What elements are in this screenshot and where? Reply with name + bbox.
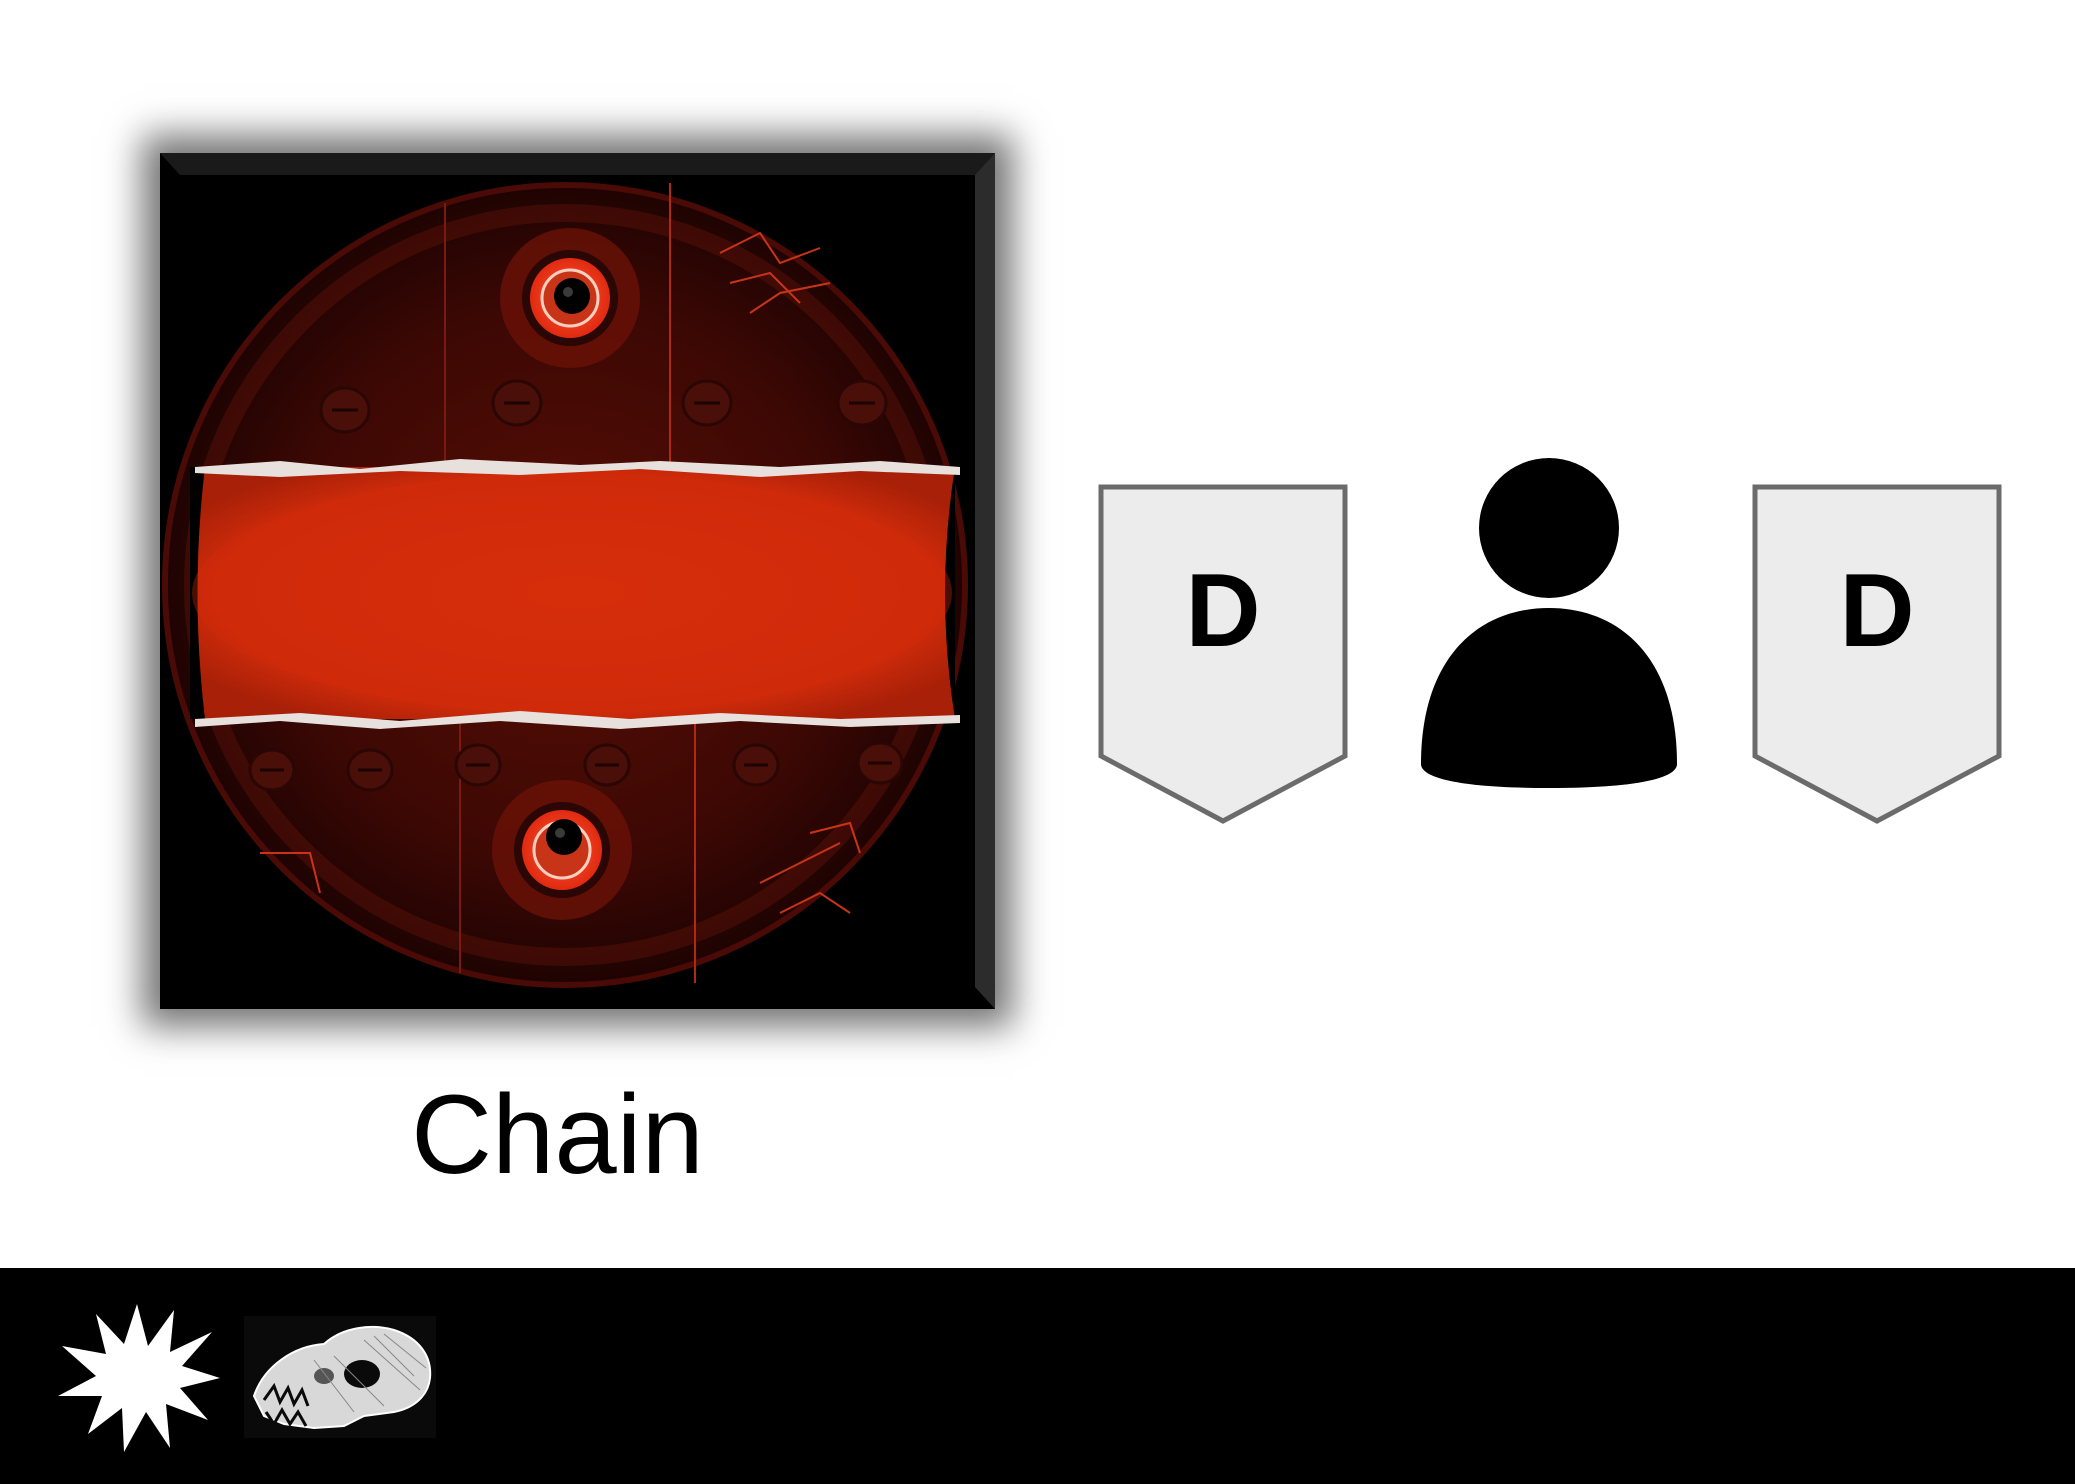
- shield-letter: D: [1839, 553, 1915, 669]
- chain-tile-art: [160, 153, 995, 1009]
- shield-left: D: [1098, 484, 1348, 824]
- tile-name: Chain: [411, 1072, 704, 1197]
- burst-icon: [58, 1304, 220, 1452]
- shield-d-icon: [1098, 484, 1348, 824]
- person-icon: [1421, 458, 1677, 788]
- chain-tile[interactable]: [160, 153, 995, 1009]
- shield-right: D: [1752, 484, 2002, 824]
- shield-d-icon: [1752, 484, 2002, 824]
- shield-letter: D: [1185, 553, 1261, 669]
- skull-icon: [244, 1316, 436, 1438]
